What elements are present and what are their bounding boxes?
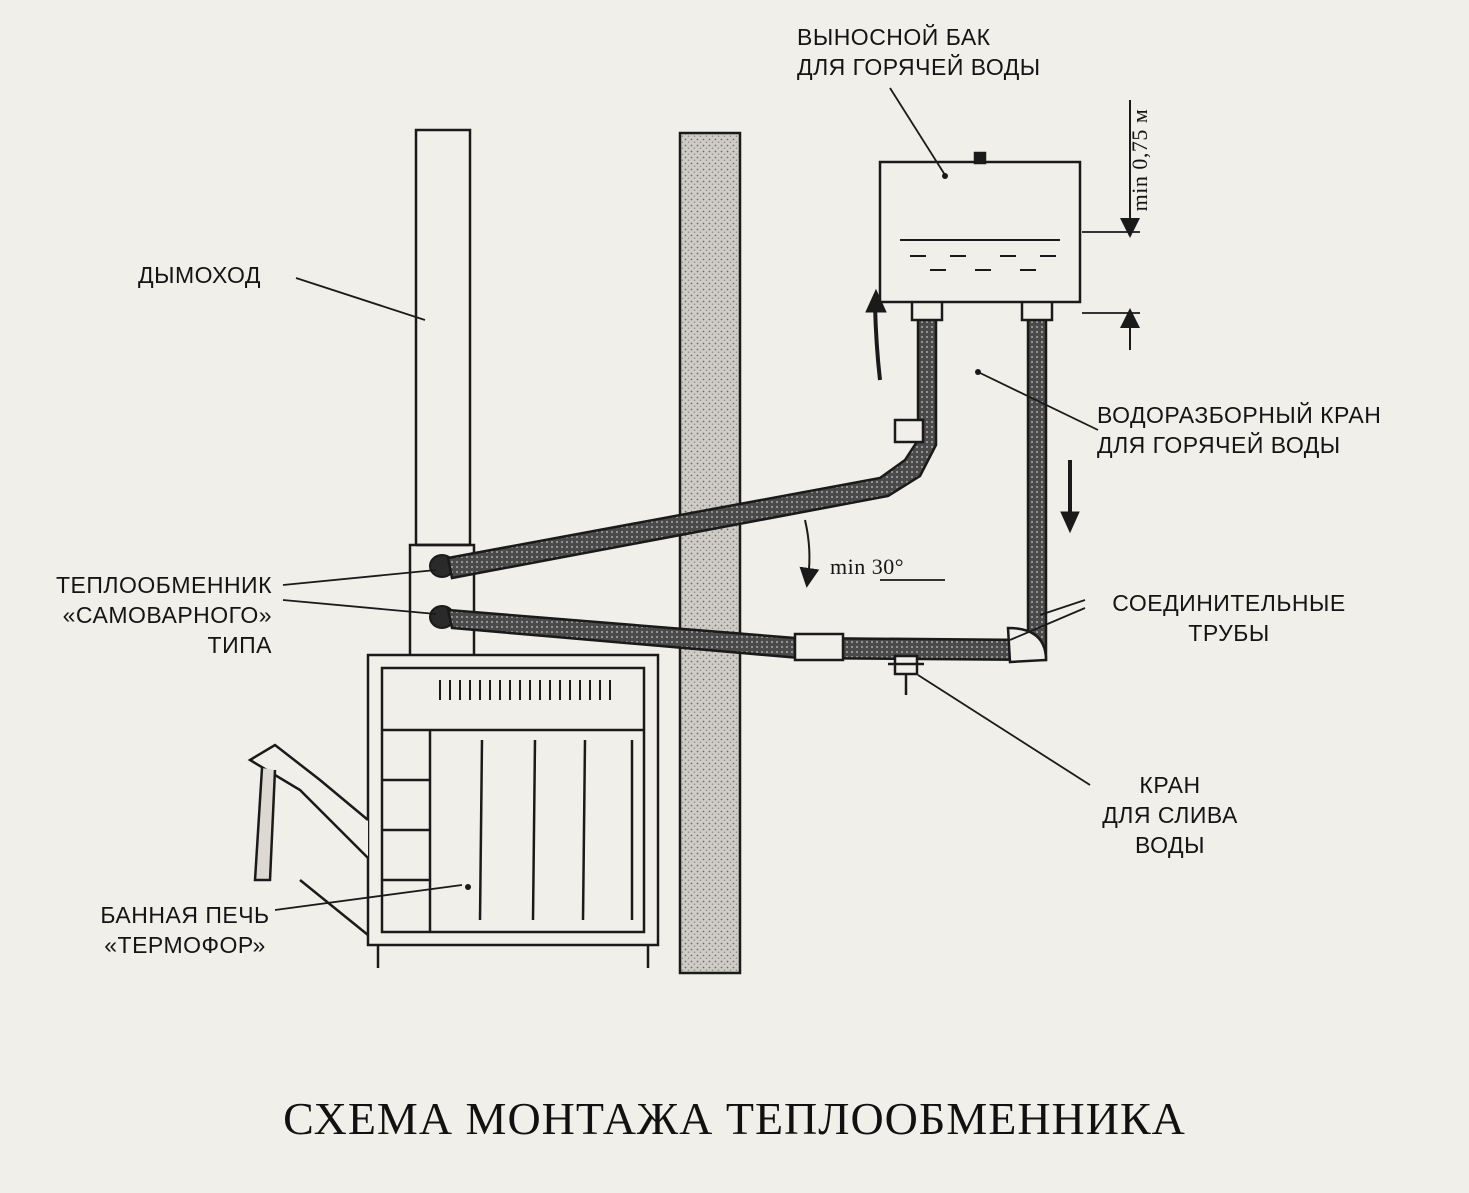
flow-arrows	[865, 288, 1080, 534]
diagram-title: СХЕМА МОНТАЖА ТЕПЛООБМЕННИКА	[283, 1093, 1186, 1144]
stove-markers	[465, 173, 981, 890]
leader-lines	[274, 87, 1140, 911]
sauna-stove	[247, 653, 660, 968]
connecting-pipes	[446, 298, 1054, 664]
dimension-arrows	[799, 100, 1140, 588]
min-height-label: min 0,75 м	[1127, 108, 1152, 212]
wall	[678, 131, 742, 975]
chimney-label: ДЫМОХОД	[138, 262, 261, 288]
hot-water-tank	[878, 151, 1082, 304]
drain-valve	[888, 654, 924, 695]
heat-exchanger-label: ТЕПЛООБМЕННИК«САМОВАРНОГО»ТИПА	[55, 572, 272, 658]
stove-label: БАННАЯ ПЕЧЬ«ТЕРМОФОР»	[100, 902, 270, 958]
stove-vent-slots	[439, 680, 611, 700]
min-angle-label: min 30°	[830, 554, 905, 579]
